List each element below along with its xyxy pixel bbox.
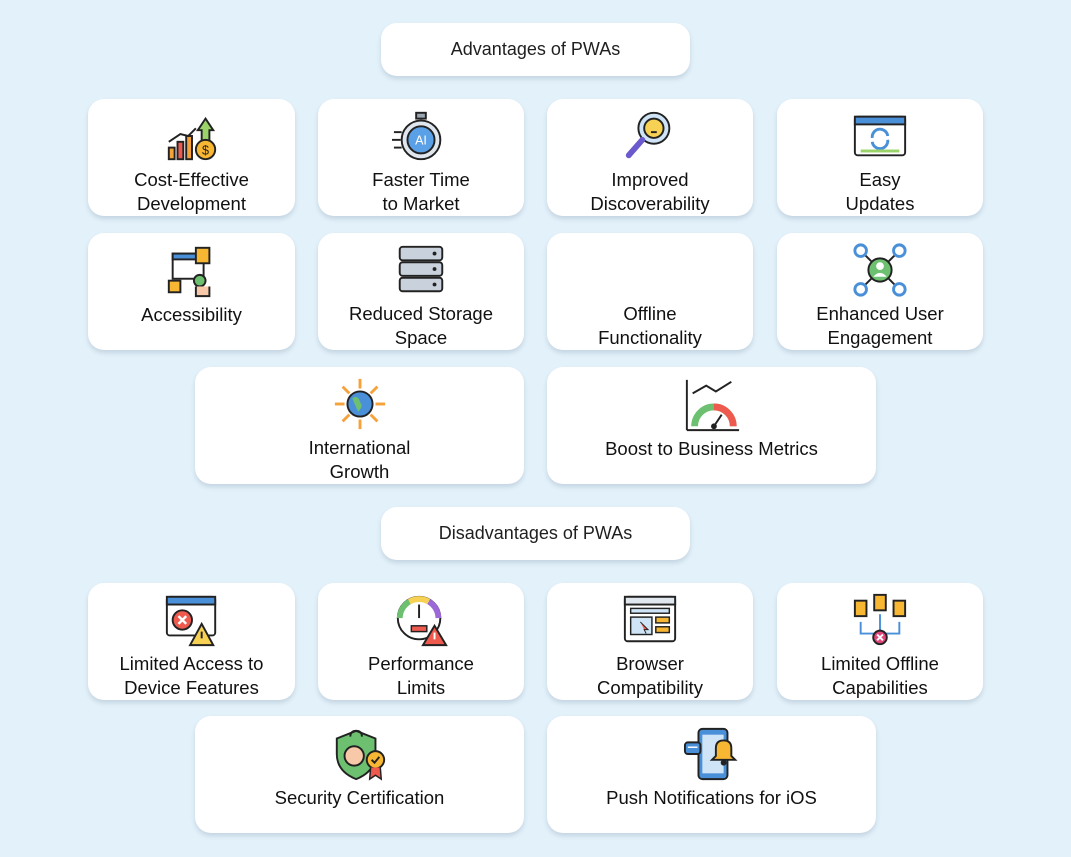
- card-label: Limited Access to Device Features: [119, 653, 264, 698]
- shield-certificate-icon: [331, 724, 389, 782]
- card-faster-time-to-market: AI Faster Time to Market: [318, 99, 524, 216]
- card-security-certification: Security Certification: [195, 716, 524, 833]
- card-browser-compatibility: Browser Compatibility: [547, 583, 753, 700]
- card-offline-functionality: Offline Functionality: [547, 233, 753, 350]
- card-label: International Growth: [308, 437, 411, 482]
- card-performance-limits: Performance Limits: [318, 583, 524, 700]
- card-label: Improved Discoverability: [590, 169, 710, 214]
- advantages-header: Advantages of PWAs: [381, 23, 690, 76]
- card-international-growth: International Growth: [195, 367, 524, 484]
- card-label: Performance Limits: [368, 653, 474, 698]
- card-label: Limited Offline Capabilities: [821, 653, 939, 698]
- ai-stopwatch-icon: AI: [392, 107, 450, 164]
- server-stack-icon: [392, 241, 450, 298]
- card-limited-access-to-device-features: Limited Access to Device Features: [88, 583, 295, 700]
- card-cost-effective-development: $ Cost-Effective Development: [88, 99, 295, 216]
- speedometer-warning-icon: [392, 591, 450, 648]
- user-network-icon: [851, 241, 909, 298]
- card-improved-discoverability: Improved Discoverability: [547, 99, 753, 216]
- card-label: Offline Functionality: [598, 303, 702, 348]
- card-enhanced-user-engagement: Enhanced User Engagement: [777, 233, 983, 350]
- card-label: Reduced Storage Space: [349, 303, 493, 348]
- magnifier-lightbulb-icon: [621, 107, 679, 164]
- card-label: Push Notifications for iOS: [606, 787, 817, 808]
- browser-refresh-icon: [851, 107, 909, 164]
- growth-chart-dollar-icon: $: [163, 107, 221, 164]
- card-limited-offline-capabilities: Limited Offline Capabilities: [777, 583, 983, 700]
- accessible-dashboard-icon: [163, 241, 221, 299]
- card-label: Browser Compatibility: [597, 653, 703, 698]
- card-label: Security Certification: [274, 787, 445, 808]
- globe-arrows-icon: [331, 375, 389, 432]
- card-label: Cost-Effective Development: [134, 169, 249, 214]
- browser-error-icon: [163, 591, 221, 648]
- card-boost-to-business-metrics: Boost to Business Metrics: [547, 367, 876, 484]
- card-label: Enhanced User Engagement: [816, 303, 944, 348]
- card-accessibility: Accessibility: [88, 233, 295, 350]
- card-push-notifications-for-ios: Push Notifications for iOS: [547, 716, 876, 833]
- svg-text:AI: AI: [415, 134, 427, 148]
- card-label: Accessibility: [141, 304, 242, 325]
- card-label: Faster Time to Market: [372, 169, 470, 214]
- blocked-network-icon: [851, 591, 909, 648]
- card-label: Easy Updates: [845, 169, 915, 214]
- browser-window-icon: [621, 591, 679, 648]
- card-reduced-storage-space: Reduced Storage Space: [318, 233, 524, 350]
- gauge-trend-icon: [683, 375, 741, 433]
- svg-text:$: $: [202, 143, 209, 157]
- phone-bell-icon: [683, 724, 741, 782]
- card-label: Boost to Business Metrics: [605, 438, 818, 459]
- card-easy-updates: Easy Updates: [777, 99, 983, 216]
- disadvantages-header: Disadvantages of PWAs: [381, 507, 690, 560]
